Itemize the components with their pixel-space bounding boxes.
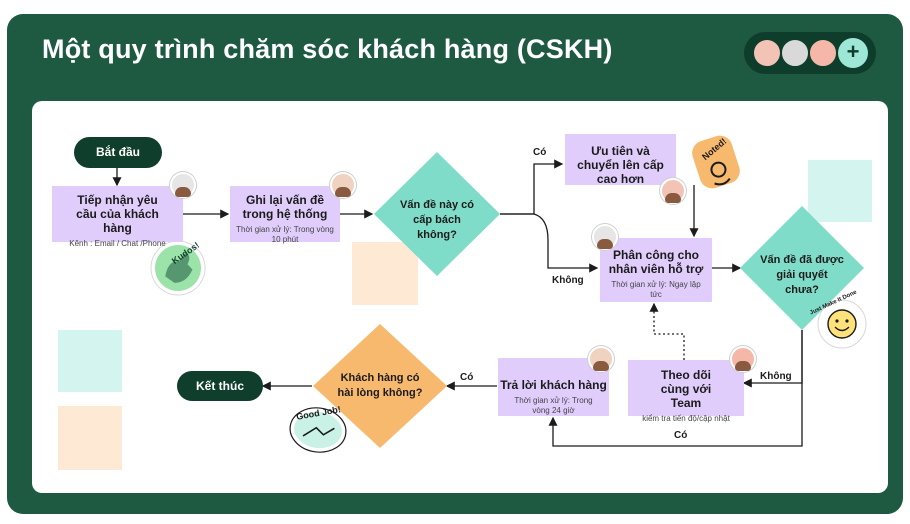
- assignee-avatar[interactable]: [592, 224, 618, 250]
- edge-label-yes: Có: [533, 147, 547, 158]
- edge-label-yes: Có: [674, 430, 688, 441]
- collaborators-bar: +: [744, 32, 876, 74]
- decision-urgent[interactable]: Vấn đề này có cấp bách không?: [400, 199, 474, 241]
- step-subtitle: Thời gian xử lý: Trong vòng 10 phút: [236, 225, 334, 244]
- edge-follow-assign: [649, 302, 685, 360]
- decision-satisfied[interactable]: Khách hàng có hài lòng không?: [337, 372, 423, 399]
- step-title: Ghi lại vấn đề trong hệ thống: [242, 193, 328, 221]
- step-title: Tiếp nhận yêu cầu của khách hàng: [76, 193, 159, 235]
- collaborator-avatar[interactable]: [780, 38, 810, 68]
- sticky-note[interactable]: [58, 330, 122, 392]
- step-title: Trả lời khách hàng: [500, 378, 607, 392]
- edge-label-yes: Có: [460, 372, 474, 383]
- just-make-it-done-sticker: [817, 299, 867, 349]
- step-subtitle: Thời gian xử lý: Ngay lập tức: [611, 280, 701, 299]
- assignee-avatar[interactable]: [660, 178, 686, 204]
- step-subtitle: Thời gian xử lý: Trong vòng 24 giờ: [514, 396, 593, 415]
- edge-resolved-reply: [548, 330, 803, 447]
- step-follow-team[interactable]: Theo dõi cùng với Team kiểm tra tiến độ/…: [628, 360, 744, 423]
- step-subtitle: kiểm tra tiến độ/cập nhật: [642, 414, 730, 423]
- step-record-issue[interactable]: Ghi lại vấn đề trong hệ thống Thời gian …: [230, 186, 340, 244]
- step-receive-request[interactable]: Tiếp nhận yêu cầu của khách hàng Kênh : …: [52, 186, 183, 248]
- add-collaborator-button[interactable]: +: [838, 38, 868, 68]
- noted-sticker: [689, 132, 743, 192]
- start-terminal[interactable]: Bắt đầu: [74, 137, 162, 168]
- diagram-canvas: [32, 101, 888, 493]
- decision-resolved[interactable]: Vấn đề đã được giải quyết chưa?: [760, 254, 844, 296]
- step-assign-staff[interactable]: Phân công cho nhân viên hỗ trợ Thời gian…: [600, 238, 712, 302]
- good-job-sticker: [289, 407, 347, 453]
- end-terminal[interactable]: Kết thúc: [177, 371, 263, 401]
- decision-satisfied-shape: [313, 324, 447, 448]
- assignee-avatar[interactable]: [730, 346, 756, 372]
- edge-urgent-escalate: [500, 159, 564, 215]
- decision-resolved-shape: [740, 206, 864, 330]
- kudos-sticker: [150, 240, 206, 296]
- step-subtitle: Kênh : Email / Chat /Phone: [69, 239, 166, 248]
- decision-urgent-shape: [374, 152, 500, 276]
- assignee-avatar[interactable]: [170, 172, 196, 198]
- sticky-note[interactable]: [352, 242, 418, 305]
- assignee-avatar[interactable]: [588, 346, 614, 372]
- step-title: Phân công cho nhân viên hỗ trợ: [608, 248, 704, 276]
- edge-urgent-assign: [500, 213, 599, 273]
- page-title: Một quy trình chăm sóc khách hàng (CSKH): [42, 34, 613, 64]
- sticky-note[interactable]: [58, 406, 122, 470]
- step-title: Ưu tiên và chuyển lên cấp cao hơn: [577, 144, 664, 186]
- edge-label-no: Không: [552, 275, 584, 286]
- edge-label-no: Không: [760, 371, 792, 382]
- step-title: Theo dõi cùng với Team: [660, 368, 712, 410]
- assignee-avatar[interactable]: [330, 172, 356, 198]
- collaborator-avatar[interactable]: [808, 38, 838, 68]
- step-escalate[interactable]: Ưu tiên và chuyển lên cấp cao hơn: [565, 134, 676, 186]
- sticky-note[interactable]: [808, 160, 872, 222]
